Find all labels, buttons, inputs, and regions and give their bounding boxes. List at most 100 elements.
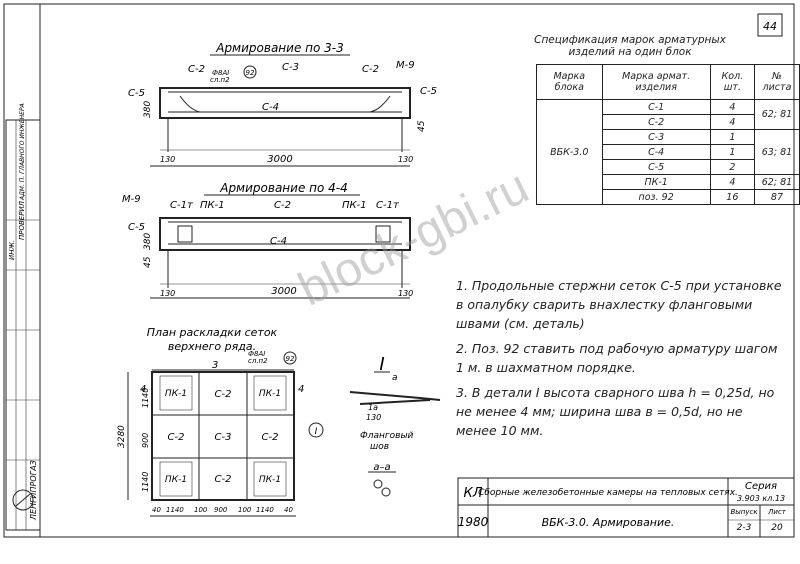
plan-dim-b6: 1140 <box>256 506 274 514</box>
dim-45-4: 45 <box>143 256 153 268</box>
cell-c3: С-3 <box>215 432 232 443</box>
spec-cell: 63; 81 <box>753 129 800 175</box>
label-c2: С-2 <box>188 64 205 75</box>
spec-title-line1: Спецификация марок арматурных <box>534 34 726 46</box>
label-pk1-left: ПК-1 <box>200 200 225 211</box>
note-2: 2. Поз. 92 ставить под рабочую арматуру … <box>456 341 778 375</box>
outer-frame <box>3 3 795 538</box>
label-c2-4: С-2 <box>274 200 291 211</box>
plan-dim-b4: 900 <box>214 506 228 514</box>
plan-poz: 92 <box>286 355 295 363</box>
spec-cell: С-3 <box>601 129 711 145</box>
label-ref: сл.п2 <box>210 76 230 84</box>
spec-title-line2: изделий на один блок <box>568 46 692 58</box>
tb-drawing: ВБК-3.0. Армирование. <box>542 516 675 529</box>
label-m9: М-9 <box>396 60 415 71</box>
plan-dim-b3: 100 <box>194 506 208 514</box>
spec-h-block: Марка блока <box>536 64 603 100</box>
dim-130-left-4: 130 <box>160 289 175 298</box>
cell-c2-right: С-2 <box>262 432 279 443</box>
cell-pk1-tl: ПК-1 <box>165 389 187 399</box>
spec-h-qty: Кол. шт. <box>709 64 755 100</box>
note-3: 3. В детали I высота сварного шва h = 0,… <box>456 385 775 438</box>
dim-130-right-4: 130 <box>398 289 413 298</box>
label-m9-4: М-9 <box>122 194 141 205</box>
label-c5-right: С-5 <box>420 86 437 97</box>
spec-cell: поз. 92 <box>601 189 711 205</box>
tb-sheet: 20 <box>771 523 783 533</box>
dim-380: 380 <box>143 101 153 118</box>
label-c4: С-4 <box>262 102 279 113</box>
section-3-title: Армирование по 3-3 <box>215 41 344 55</box>
spec-cell: 4 <box>709 99 755 115</box>
spec-cell: 62; 81 <box>753 174 800 190</box>
plan-title: План раскладки сеток <box>147 326 278 339</box>
spec-cell: С-4 <box>601 144 711 160</box>
detail-a: a <box>392 373 398 383</box>
tb-sheet-label: Лист <box>767 508 787 516</box>
plan-layout: План раскладки сеток верхнего ряда. Ф8АI… <box>117 326 324 517</box>
spec-table: Марка блока Марка армат. изделия Кол. шт… <box>536 64 800 205</box>
cell-c2-top: С-2 <box>215 389 232 400</box>
page-number: 44 <box>763 20 777 33</box>
plan-dim-b7: 40 <box>284 506 293 514</box>
spec-title: Спецификация марок арматурных изделий на… <box>520 34 740 58</box>
label-c1-right: С-1т <box>376 200 400 211</box>
section-4-4: Армирование по 4-4 М-9 С-1т ПК-1 С-2 ПК-… <box>122 181 413 299</box>
label-c1-left: С-1т <box>170 200 194 211</box>
spec-cell: 1 <box>709 129 755 145</box>
spec-h-item: Марка армат. изделия <box>601 64 711 100</box>
spec-cell: С-5 <box>601 159 711 175</box>
plan-dim-b2: 1140 <box>166 506 184 514</box>
label-c4-4: С-4 <box>270 236 287 247</box>
detail-label: Фланговый <box>360 431 414 441</box>
tb-series-label: Серия <box>745 481 777 492</box>
notes: 1. Продольные стержни сеток С-5 при уста… <box>456 276 786 446</box>
detail-mark: I <box>379 354 384 375</box>
stamp-text2: ИНЖ. <box>8 240 16 260</box>
label-c5-left: С-5 <box>128 88 145 99</box>
plan-dim-b5: 100 <box>238 506 252 514</box>
section-3-3: Армирование по 3-3 С-2 Ф8АI сл.п2 92 С-3… <box>128 41 437 167</box>
tb-title: Сборные железобетонные камеры на тепловы… <box>478 488 738 498</box>
cell-c2-left: С-2 <box>168 432 185 443</box>
spec-cell: 4 <box>709 174 755 190</box>
note-1: 1. Продольные стержни сеток С-5 при уста… <box>456 278 782 331</box>
plan-weld: Ф8АI <box>248 350 265 358</box>
plan-subtitle: верхнего ряда. <box>168 340 256 353</box>
plan-detail-ref: I <box>315 427 318 437</box>
stamp-text1: ПРОВЕРИЛ <box>18 200 26 240</box>
tb-issue: 2-3 <box>737 523 752 533</box>
plan-dim-left-2: 900 <box>141 433 150 448</box>
spec-cell: 87 <box>753 189 800 205</box>
detail-section: а–а <box>373 462 390 473</box>
dim-130-left: 130 <box>160 155 175 164</box>
plan-dim-b1: 40 <box>152 506 161 514</box>
stamp-text3: АДМ. П. ГЛАВНОГО ИНЖЕНЕРА <box>19 103 26 201</box>
spec-cell: 1 <box>709 144 755 160</box>
tb-code: КЛ <box>463 486 482 501</box>
cell-pk1-bl: ПК-1 <box>165 475 187 485</box>
spec-cell: 16 <box>709 189 755 205</box>
stamp-logo <box>12 489 34 511</box>
spec-header-row: Марка блока Марка армат. изделия Кол. шт… <box>536 64 800 100</box>
spec-cell: ПК-1 <box>601 174 711 190</box>
detail-label2: шов <box>370 442 389 452</box>
dim-380-4: 380 <box>143 233 153 250</box>
spec-h-sheet: № листа <box>753 64 800 100</box>
plan-mark-4b: 4 <box>298 384 304 395</box>
spec-cell: С-1 <box>601 99 711 115</box>
plan-ref: сл.п2 <box>248 357 268 365</box>
detail-dim1: 1a <box>368 403 378 412</box>
stamp-org: ЛЕНГИПРОГАЗ <box>29 460 38 521</box>
detail-dim2: 130 <box>366 413 381 422</box>
dim-130-right: 130 <box>398 155 413 164</box>
plan-dim-total: 3280 <box>117 425 127 448</box>
label-weld: Ф8АI <box>212 69 229 77</box>
cell-pk1-br: ПК-1 <box>259 475 281 485</box>
tb-year: 1980 <box>458 515 489 529</box>
title-block: КЛ 1980 Сборные железобетонные камеры на… <box>457 477 795 538</box>
detail-I: I a 1a 130 Фланговый шов а–а <box>349 354 441 497</box>
spec-cell: 2 <box>709 159 755 175</box>
